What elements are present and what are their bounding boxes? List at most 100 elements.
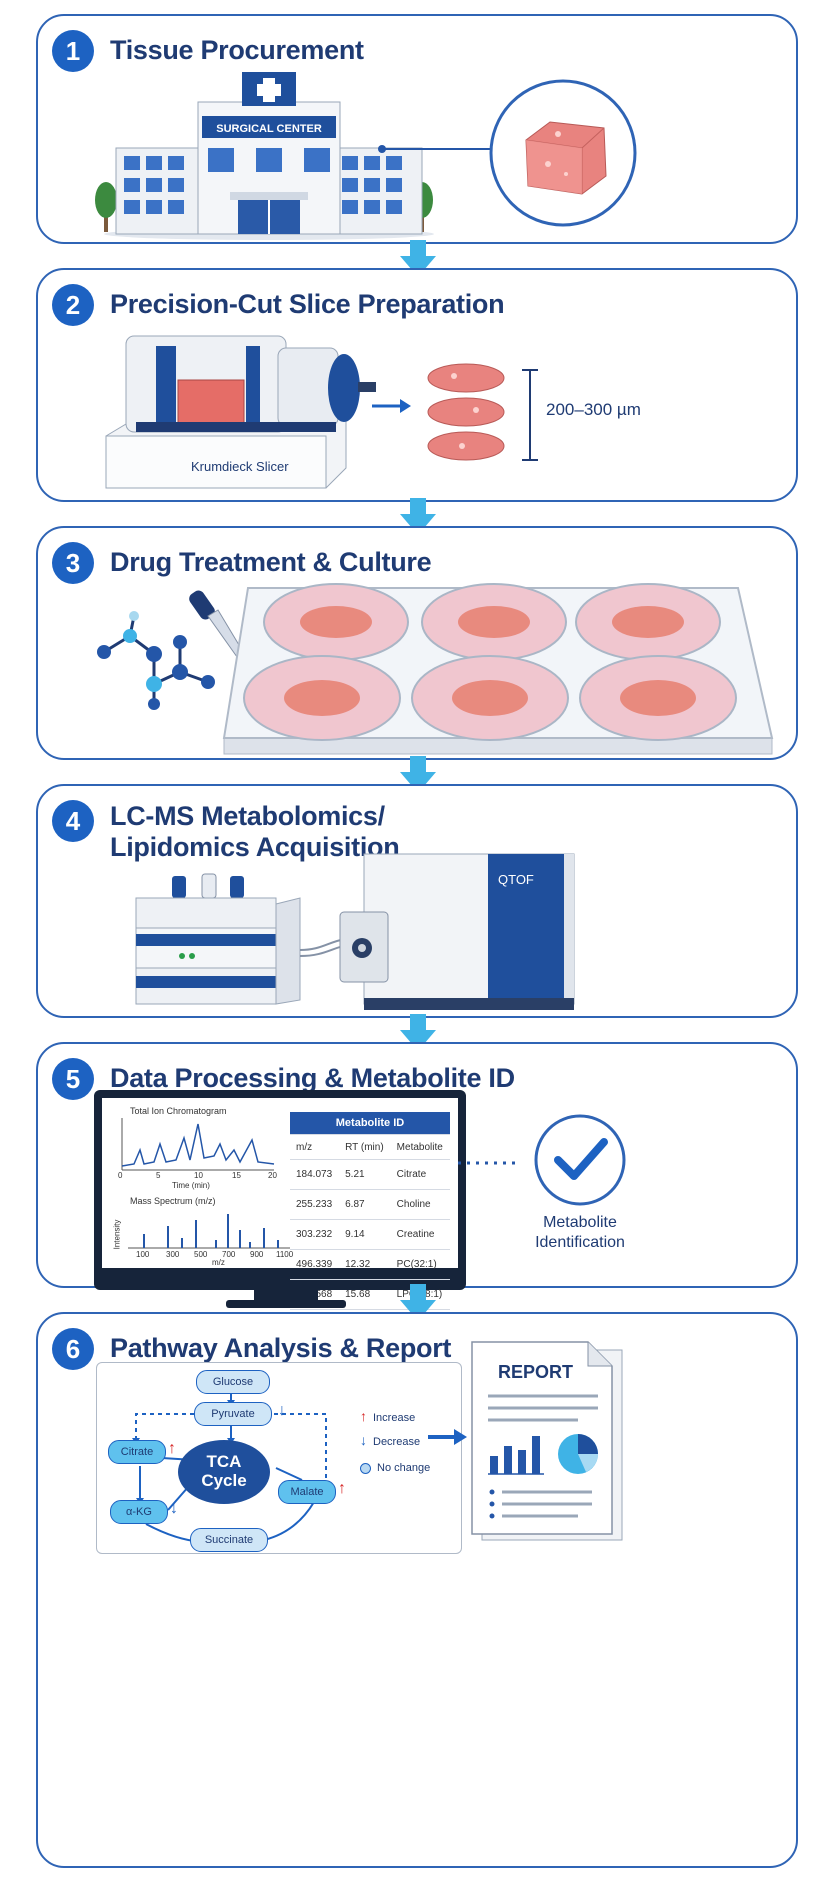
cell: 15.68 <box>339 1279 391 1310</box>
legend-label: No change <box>377 1462 431 1474</box>
thickness-bracket-icon <box>522 369 538 461</box>
slicer-label: Krumdieck Slicer <box>191 459 289 474</box>
legend-nochange: No change <box>360 1456 430 1480</box>
report-title: REPORT <box>498 1362 573 1382</box>
tca-label-line2: Cycle <box>201 1471 247 1490</box>
tic-plot <box>121 1118 275 1171</box>
tick: 1100 <box>276 1250 294 1259</box>
step-title: LC-MS Metabolomics/ <box>110 801 385 831</box>
increase-arrow-icon: ↑ <box>168 1440 176 1457</box>
qtof-label: QTOF <box>498 872 534 887</box>
table-title: Metabolite ID <box>290 1112 450 1135</box>
step-3-panel: 3 Drug Treatment & Culture <box>36 526 798 760</box>
ms-ticks: 100 300 500 700 900 1100 <box>136 1250 296 1260</box>
col-header: RT (min) <box>339 1134 391 1160</box>
node-succinate: Succinate <box>190 1528 268 1552</box>
down-arrow-icon <box>400 498 436 535</box>
col-header: m/z <box>290 1134 340 1160</box>
thickness-label: 200–300 µm <box>546 400 641 419</box>
cell: PC(32:1) <box>390 1249 450 1280</box>
id-label-line1: Metabolite <box>543 1214 617 1231</box>
legend: ↑ Increase ↓ Decrease No change <box>360 1408 430 1480</box>
cell: 255.233 <box>290 1189 340 1220</box>
cell: Citrate <box>390 1159 450 1190</box>
right-arrow-icon <box>372 399 411 413</box>
report-document-icon: REPORT <box>471 1341 623 1541</box>
step-title-line2: Lipidomics Acquisition <box>110 832 400 862</box>
decrease-arrow-icon: ↓ <box>278 1402 286 1419</box>
step-number: 2 <box>52 284 94 326</box>
checkmark-icon <box>534 1114 626 1206</box>
tissue-slices-icon <box>427 363 505 461</box>
cell: 6.87 <box>339 1189 391 1220</box>
tick: 5 <box>156 1171 161 1180</box>
legend-increase: ↑ Increase <box>360 1408 430 1432</box>
tick: 15 <box>232 1171 241 1180</box>
node-pyruvate: Pyruvate <box>194 1402 272 1426</box>
cell: 496.339 <box>290 1249 340 1280</box>
dotted-connector <box>458 1161 518 1165</box>
step-title: Precision-Cut Slice Preparation <box>110 289 505 319</box>
cell: 184.073 <box>290 1159 340 1190</box>
col-header: Metabolite <box>390 1134 450 1160</box>
tick: 100 <box>136 1250 150 1259</box>
step-number: 3 <box>52 542 94 584</box>
ms-title: Mass Spectrum (m/z) <box>130 1196 216 1206</box>
tick: 0 <box>118 1171 123 1180</box>
connector-line <box>378 145 498 153</box>
down-arrow-icon <box>400 1284 436 1321</box>
legend-decrease: ↓ Decrease <box>360 1432 430 1456</box>
monitor-base <box>254 1288 318 1302</box>
tick: 900 <box>250 1250 264 1259</box>
hospital-sign: SURGICAL CENTER <box>216 123 322 135</box>
ms-plot <box>128 1214 290 1249</box>
tic-title: Total Ion Chromatogram <box>130 1106 227 1116</box>
step-2-panel: 2 Precision-Cut Slice Preparation Krumdi… <box>36 268 798 502</box>
molecule-icon <box>97 611 215 710</box>
tick: 300 <box>166 1250 180 1259</box>
step-number: 4 <box>52 800 94 842</box>
right-arrow-icon <box>428 1429 467 1445</box>
ms-xlabel: m/z <box>212 1258 225 1267</box>
monitor-foot <box>226 1300 346 1308</box>
legend-label: Increase <box>373 1412 416 1424</box>
down-arrow-icon <box>400 240 436 277</box>
decrease-arrow-icon: ↓ <box>170 1500 178 1517</box>
step-number: 1 <box>52 30 94 72</box>
cell: Creatine <box>390 1219 450 1250</box>
increase-arrow-icon: ↑ <box>360 1408 367 1424</box>
node-malate: Malate <box>278 1480 336 1504</box>
step-5-panel: 5 Data Processing & Metabolite ID Total … <box>36 1042 798 1310</box>
step-title: Pathway Analysis & Report <box>110 1333 452 1363</box>
node-akg: α-KG <box>110 1500 168 1524</box>
increase-arrow-icon: ↑ <box>338 1480 346 1497</box>
cell: 12.32 <box>339 1249 391 1280</box>
ms-ylabel: Intensity <box>112 1219 122 1250</box>
slicer-machine-icon: Krumdieck Slicer <box>105 335 376 489</box>
lc-system-icon <box>135 873 301 1005</box>
id-label-line2: Identification <box>535 1234 625 1251</box>
tick: 700 <box>222 1250 236 1259</box>
metabolite-id-table: Metabolite ID m/z RT (min) Metabolite 18… <box>290 1112 450 1310</box>
node-glucose: Glucose <box>196 1370 270 1394</box>
step-4-panel: 4 LC-MS Metabolomics/ Lipidomics Acquisi… <box>36 784 798 1018</box>
hospital-icon: SURGICAL CENTER <box>95 72 434 240</box>
tick: 20 <box>268 1171 277 1180</box>
tick: 10 <box>194 1171 203 1180</box>
tic-ticks: 0 5 10 15 20 <box>118 1171 278 1181</box>
cell: 5.21 <box>339 1159 391 1190</box>
cell: Choline <box>390 1189 450 1220</box>
cell: 303.232 <box>290 1219 340 1250</box>
step-number: 6 <box>52 1328 94 1370</box>
legend-label: Decrease <box>373 1436 421 1448</box>
node-citrate: Citrate <box>108 1440 166 1464</box>
tca-label-line1: TCA <box>206 1452 242 1472</box>
step-6-panel: 6 Pathway Analysis & Report Glucose Pyru… <box>36 1312 798 1868</box>
step-title: Tissue Procurement <box>110 35 364 65</box>
cell: 9.14 <box>339 1219 391 1250</box>
decrease-arrow-icon: ↓ <box>360 1432 367 1448</box>
